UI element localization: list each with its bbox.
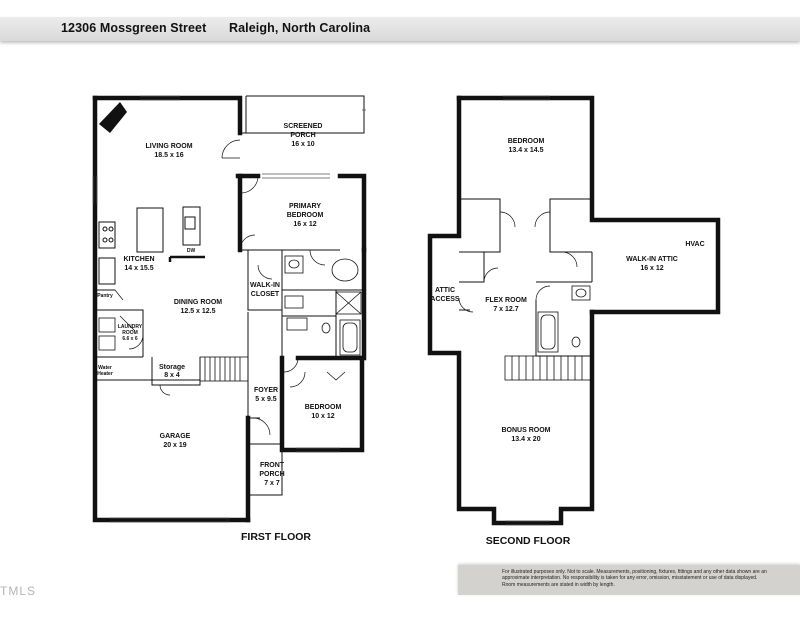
flex-room-dims: 7 x 12.7 (493, 306, 518, 313)
first-floor-labels: LIVING ROOM 18.5 x 16 SCREENED PORCH 16 … (97, 123, 341, 543)
bedroom-dims: 10 x 12 (311, 413, 334, 420)
upper-bedroom-dims: 13.4 x 14.5 (508, 147, 543, 154)
hvac-label: HVAC (685, 241, 704, 248)
second-floor-windows (503, 95, 550, 526)
dining-room-name: DINING ROOM (174, 299, 222, 306)
first-floor-plan: LIVING ROOM 18.5 x 16 SCREENED PORCH 16 … (92, 95, 367, 543)
first-floor-interior-walls (95, 95, 365, 496)
front-porch-name-line1: FRONT (260, 462, 285, 469)
laundry-room-dims: 6.6 x 6 (122, 336, 138, 342)
header-bar: 12306 Mossgreen Street Raleigh, North Ca… (0, 17, 800, 41)
disclaimer-line-2: approximate interpretation. No responsib… (502, 575, 758, 582)
upper-bedroom-name: BEDROOM (508, 138, 545, 145)
dishwasher-label: DW (187, 248, 196, 254)
living-room-dims: 18.5 x 16 (154, 152, 183, 159)
attic-access-line1: ATTIC (435, 287, 455, 294)
second-floor-stairs (504, 355, 593, 381)
property-address: 12306 Mossgreen Street (61, 21, 207, 35)
screened-porch-name-line1: SCREENED (284, 123, 323, 130)
property-city: Raleigh, North Carolina (229, 21, 371, 35)
disclaimer-line-1: For illustrated purposes only. Not to sc… (502, 569, 767, 575)
fireplace-symbol (99, 102, 127, 133)
foyer-name: FOYER (254, 387, 278, 394)
walk-in-attic-name: WALK-IN ATTIC (626, 256, 678, 263)
second-floor-exterior-walls (427, 95, 721, 526)
walk-in-closet-name-line1: WALK-IN (250, 282, 280, 289)
water-heater-label-line1: Water (98, 365, 112, 371)
bedroom-name: BEDROOM (305, 404, 342, 411)
second-floor-interior-walls (459, 198, 593, 357)
primary-bedroom-name-line1: PRIMARY (289, 203, 321, 210)
first-floor-bath-fixtures (98, 255, 362, 356)
bonus-room-name: BONUS ROOM (502, 427, 551, 434)
kitchen-dims: 14 x 15.5 (124, 265, 153, 272)
living-room-name: LIVING ROOM (145, 143, 192, 150)
storage-dims: 8 x 4 (164, 372, 180, 379)
flex-room-name: FLEX ROOM (485, 297, 527, 304)
primary-bedroom-dims: 16 x 12 (293, 221, 316, 228)
second-floor-doors (458, 211, 578, 313)
first-floor-exterior-walls (92, 95, 367, 523)
disclaimer-line-3: Room measurements are stated in width by… (502, 581, 615, 588)
storage-name: Storage (159, 364, 185, 371)
first-floor-stairs (199, 356, 249, 382)
kitchen-fixtures (98, 206, 201, 285)
second-floor-plan: BEDROOM 13.4 x 14.5 HVAC WALK-IN ATTIC 1… (427, 95, 721, 547)
disclaimer-box: For illustrated purposes only. Not to sc… (458, 565, 800, 595)
water-heater-label-line2: Heater (97, 371, 113, 377)
garage-dims: 20 x 19 (163, 442, 186, 449)
foyer-dims: 5 x 9.5 (255, 396, 277, 403)
second-floor-title: SECOND FLOOR (486, 535, 571, 547)
screened-porch-dims: 16 x 10 (291, 141, 314, 148)
first-floor-title: FIRST FLOOR (241, 531, 311, 543)
screened-porch-name-line2: PORCH (290, 132, 315, 139)
garage-name: GARAGE (160, 433, 191, 440)
laundry-room-name-line2: ROOM (122, 330, 138, 336)
dining-room-dims: 12.5 x 12.5 (180, 308, 215, 315)
pantry-label: Pantry (97, 293, 113, 299)
first-floor-windows (92, 95, 366, 523)
second-floor-bath-fixtures (537, 285, 591, 353)
bonus-room-dims: 13.4 x 20 (511, 436, 540, 443)
second-floor-labels: BEDROOM 13.4 x 14.5 HVAC WALK-IN ATTIC 1… (430, 138, 704, 547)
laundry-room-name-line1: LAUNDRY (118, 324, 143, 330)
front-porch-dims: 7 x 7 (264, 480, 280, 487)
attic-access-line2: ACCESS (430, 296, 460, 303)
front-porch-name-line2: PORCH (259, 471, 284, 478)
kitchen-name: KITCHEN (123, 256, 154, 263)
walk-in-attic-dims: 16 x 12 (640, 265, 663, 272)
mls-logo: TMLS (0, 584, 37, 598)
primary-bedroom-name-line2: BEDROOM (287, 212, 324, 219)
walk-in-closet-name-line2: CLOSET (251, 291, 280, 298)
disclaimer-text: For illustrated purposes only. Not to sc… (502, 569, 792, 588)
first-floor-doors (114, 139, 346, 436)
